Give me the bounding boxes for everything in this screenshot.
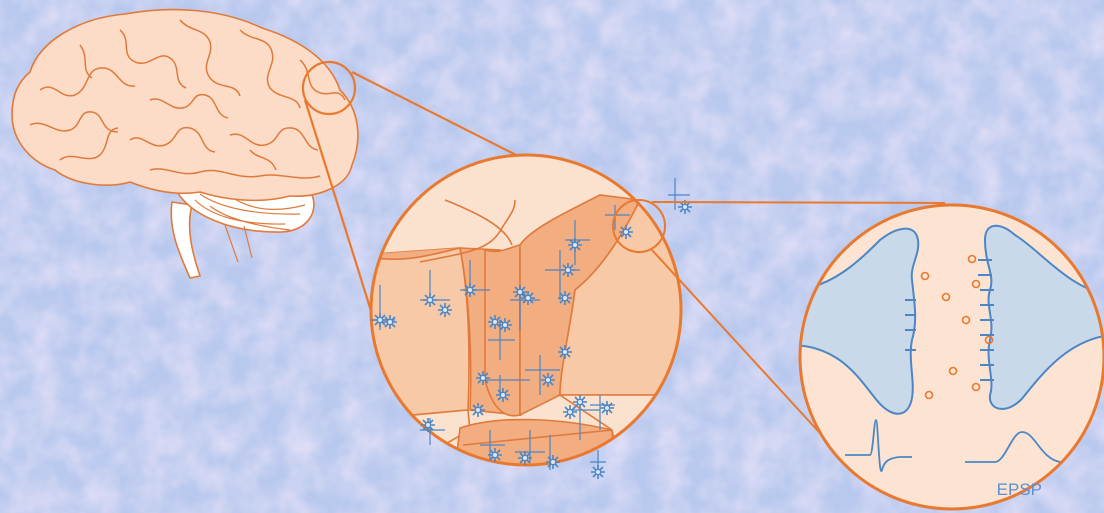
epsp-label: EPSP	[997, 480, 1042, 500]
